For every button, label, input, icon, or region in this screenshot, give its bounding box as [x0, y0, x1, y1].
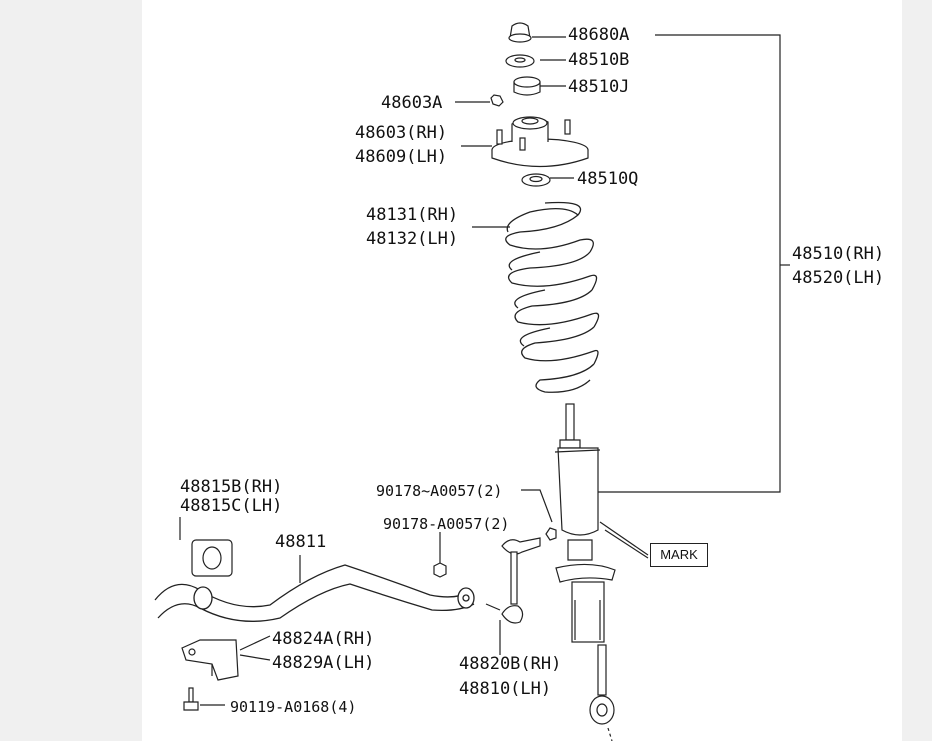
label-48603-rh[interactable]: 48603(RH) [352, 117, 447, 143]
label-48811[interactable]: 48811 [272, 526, 326, 552]
label-48510-rh[interactable]: 48510(RH) [789, 238, 884, 264]
label-48510Q[interactable]: 48510Q [574, 163, 638, 189]
label-48824A-rh[interactable]: 48824A(RH) [269, 623, 374, 649]
bracket-48824 [181, 639, 239, 681]
label-48829A-lh[interactable]: 48829A(LH) [269, 647, 374, 673]
label-48603A[interactable]: 48603A [378, 87, 442, 113]
label-90119[interactable]: 90119-A0168(4) [227, 691, 356, 717]
label-48815C-lh[interactable]: 48815C(LH) [177, 490, 282, 516]
nut-90178-upper [545, 527, 557, 541]
label-90178-upper[interactable]: 90178~A0057(2) [373, 475, 502, 501]
nut-48603A [490, 94, 504, 107]
upper-support [491, 116, 589, 168]
stabilizer-bar [154, 564, 475, 622]
label-48510J[interactable]: 48510J [565, 71, 629, 97]
bushing-48510J [513, 76, 541, 96]
label-48820B-rh[interactable]: 48820B(RH) [456, 648, 561, 674]
label-48132-lh[interactable]: 48132(LH) [363, 223, 458, 249]
bolt-90119 [183, 687, 199, 711]
stabilizer-link [485, 537, 541, 624]
label-48815B-rh[interactable]: 48815B(RH) [177, 471, 282, 497]
nut-48680A [508, 22, 532, 43]
label-48609-lh[interactable]: 48609(LH) [352, 141, 447, 167]
washer-48510B [505, 54, 535, 68]
bushing-48815 [191, 539, 233, 577]
label-90178-lower[interactable]: 90178-A0057(2) [380, 508, 509, 534]
shock-absorber [554, 403, 616, 741]
insulator-48510Q [521, 173, 551, 187]
nut-90178-lower [433, 562, 447, 578]
label-48680A[interactable]: 48680A [565, 19, 629, 45]
label-48520-lh[interactable]: 48520(LH) [789, 262, 884, 288]
label-48510B[interactable]: 48510B [565, 44, 629, 70]
coil-spring [505, 201, 600, 393]
label-48810-lh[interactable]: 48810(LH) [456, 673, 551, 699]
mark-callout: MARK [650, 543, 708, 567]
leader-lines [179, 34, 790, 706]
label-48131-rh[interactable]: 48131(RH) [363, 199, 458, 225]
